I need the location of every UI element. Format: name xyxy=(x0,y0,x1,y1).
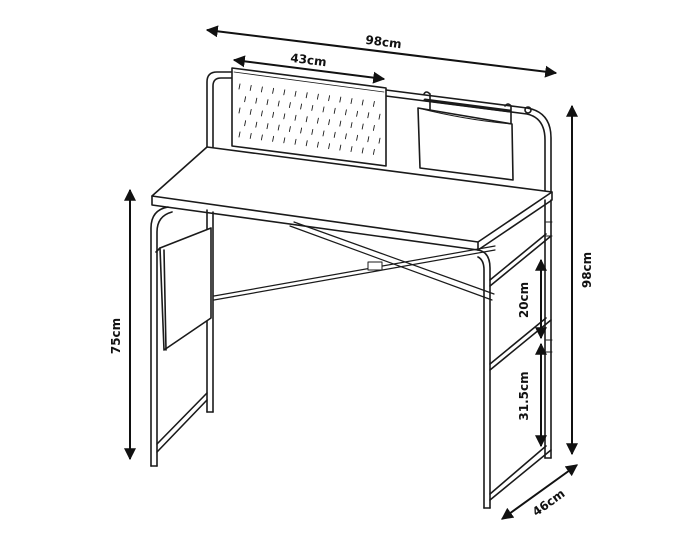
peg-hole xyxy=(361,123,364,130)
arrow-total-width xyxy=(205,25,558,78)
peg-hole xyxy=(272,135,275,142)
label-desk-height: 75cm xyxy=(109,318,123,354)
peg-hole xyxy=(333,107,336,114)
peg-hole xyxy=(311,129,314,135)
label-total-height: 98cm xyxy=(580,252,594,288)
peg-hole xyxy=(272,87,275,94)
peg-hole xyxy=(372,149,375,155)
peg-hole xyxy=(238,107,241,114)
right-front-leg xyxy=(477,249,491,509)
label-shelf-spacing-upper: 20cm xyxy=(517,282,531,318)
peg-hole xyxy=(260,86,263,93)
peg-hole xyxy=(255,121,258,128)
peg-hole xyxy=(339,120,342,127)
peg-hole xyxy=(322,106,325,113)
peg-hole xyxy=(328,119,331,126)
arrow-pegboard-width xyxy=(232,55,386,84)
peg-hole xyxy=(288,126,291,133)
peg-hole xyxy=(249,85,252,91)
peg-hole xyxy=(255,97,258,104)
peg-hole xyxy=(328,95,331,102)
peg-hole xyxy=(350,122,353,129)
peg-hole xyxy=(333,131,336,138)
peg-hole xyxy=(311,105,314,111)
peg-hole xyxy=(260,110,263,117)
peg-hole xyxy=(272,111,275,118)
peg-hole xyxy=(378,137,381,144)
peg-hole xyxy=(316,141,319,148)
peg-hole xyxy=(339,96,342,103)
hanging-basket xyxy=(417,91,532,181)
peg-hole xyxy=(356,110,359,117)
peg-hole xyxy=(266,123,269,130)
peg-hole xyxy=(339,144,342,151)
label-total-width: 98cm xyxy=(365,33,403,51)
desk-illustration xyxy=(150,67,553,509)
label-depth: 46cm xyxy=(530,486,568,519)
peg-hole xyxy=(367,112,370,119)
peg-hole xyxy=(344,133,347,140)
peg-hole xyxy=(238,131,241,138)
peg-hole xyxy=(238,83,241,90)
peg-hole xyxy=(316,93,319,100)
side-storage-bag xyxy=(155,227,212,351)
peg-hole xyxy=(260,134,263,141)
peg-hole xyxy=(277,100,280,107)
peg-hole xyxy=(266,99,269,106)
peg-hole xyxy=(300,127,303,134)
label-shelf-spacing-lower: 31.5cm xyxy=(517,371,531,420)
peg-hole xyxy=(305,92,308,99)
peg-hole xyxy=(350,98,353,105)
peg-hole xyxy=(305,116,308,123)
peg-hole xyxy=(378,113,381,120)
peg-hole xyxy=(356,134,359,141)
peg-hole xyxy=(294,114,297,121)
left-front-leg xyxy=(150,206,173,467)
peg-hole xyxy=(372,101,375,107)
peg-hole xyxy=(316,117,319,124)
cross-braces xyxy=(213,221,496,301)
desktop-board xyxy=(151,146,553,251)
side-tick-marks xyxy=(545,221,553,353)
arrow-depth xyxy=(501,464,578,520)
peg-hole xyxy=(361,99,364,106)
peg-hole xyxy=(344,109,347,116)
peg-hole xyxy=(249,133,252,139)
pegboard-holes xyxy=(238,83,381,155)
peg-hole xyxy=(322,130,325,137)
peg-hole xyxy=(283,89,286,96)
peg-hole xyxy=(283,137,286,144)
peg-hole xyxy=(305,140,308,147)
peg-hole xyxy=(350,146,353,153)
peg-hole xyxy=(328,143,331,150)
peg-hole xyxy=(367,136,370,143)
peg-hole xyxy=(244,120,247,127)
peg-hole xyxy=(300,103,303,110)
peg-hole xyxy=(283,113,286,120)
peg-hole xyxy=(277,124,280,131)
peg-hole xyxy=(294,138,297,145)
dimension-arrows xyxy=(124,25,578,520)
peg-hole xyxy=(244,96,247,103)
peg-hole xyxy=(288,102,291,109)
peg-hole xyxy=(294,90,297,97)
label-pegboard-width: 43cm xyxy=(290,51,328,69)
pegboard xyxy=(231,67,387,167)
peg-hole xyxy=(249,109,252,115)
peg-hole xyxy=(361,147,364,154)
peg-hole xyxy=(372,125,375,131)
